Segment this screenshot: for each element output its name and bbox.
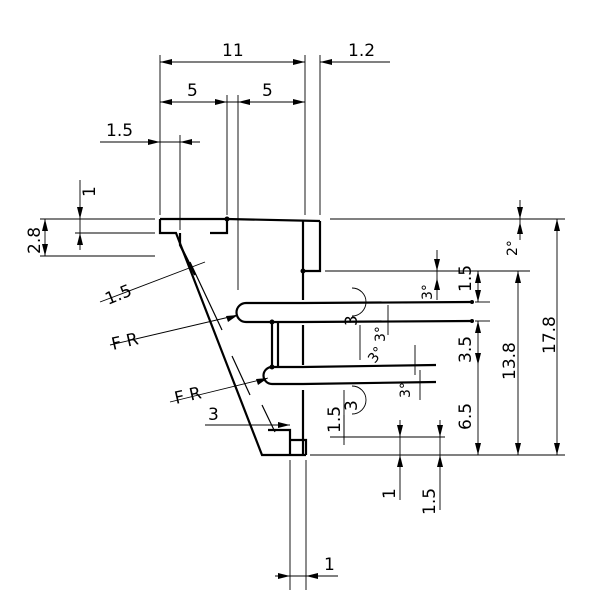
dim-angle-2: 2° [505, 240, 521, 256]
profile-outline [158, 216, 474, 457]
dim-1-top: 1 [80, 186, 100, 197]
label-fr-top: F R [110, 329, 141, 355]
dim-6-5: 6.5 [456, 403, 476, 430]
dim-1-bottom: 1 [380, 488, 400, 499]
dim-r3-b: 3 [342, 400, 362, 411]
dim-11: 11 [222, 41, 244, 61]
dim-1-5-diagonal: 1.5 [102, 281, 135, 310]
dim-angle-3-c: 3° [365, 344, 387, 366]
dim-angle-3-b: 3° [373, 326, 389, 342]
dim-1-5-mid: 1.5 [325, 406, 345, 433]
dim-angle-3-a: 3° [420, 284, 436, 300]
dim-1-5-bottom: 1.5 [420, 488, 440, 515]
dim-3-5: 3.5 [456, 336, 476, 363]
dimension-lines [42, 59, 560, 579]
dim-angle-3-d: 3° [398, 382, 414, 398]
dim-17-8: 17.8 [540, 316, 560, 354]
dim-2-8: 2.8 [25, 227, 45, 254]
dim-1-5-right: 1.5 [456, 265, 476, 292]
dim-5-left: 5 [187, 81, 198, 101]
dim-1-2: 1.2 [348, 41, 375, 61]
dim-r3-a: 3 [342, 315, 362, 326]
dimension-labels: 11 1.2 5 5 1.5 1 2.8 2° 1.5 3° 3° 3° 3° … [25, 41, 560, 575]
dim-13-8: 13.8 [500, 342, 520, 380]
dim-3: 3 [208, 405, 219, 425]
label-fr-bottom: F R [173, 383, 204, 409]
dim-1-width-bottom: 1 [324, 555, 335, 575]
dim-5-right: 5 [262, 81, 273, 101]
dim-1-5-top: 1.5 [106, 121, 133, 141]
